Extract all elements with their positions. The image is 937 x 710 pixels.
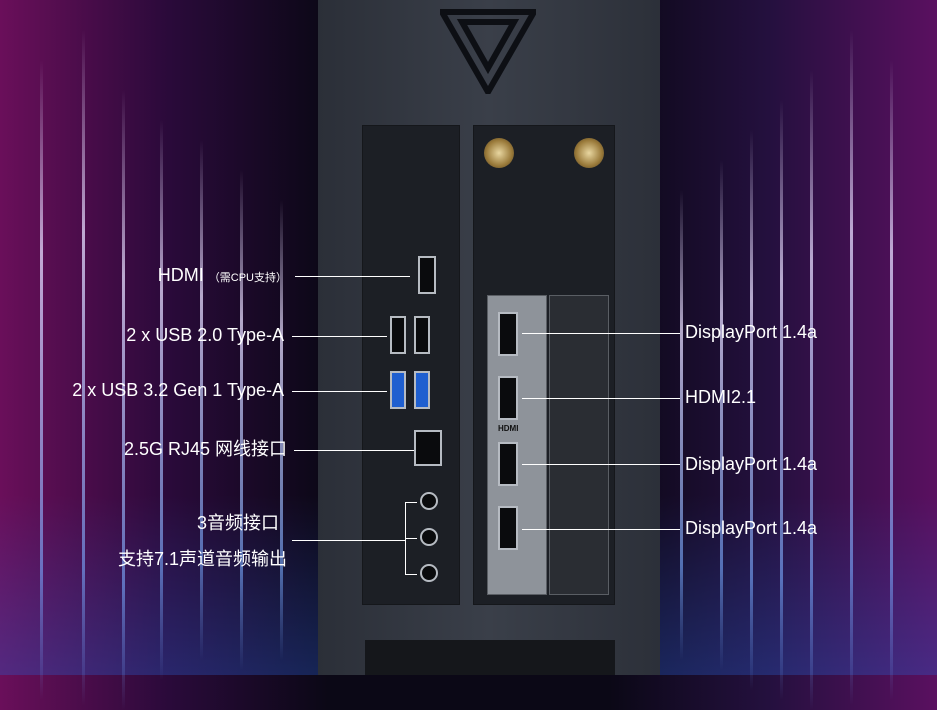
light-bar [810, 70, 813, 710]
leader-line [522, 529, 680, 530]
usb2-port [414, 316, 430, 354]
hdmi-port [498, 376, 518, 420]
hdmi-marking: HDMI [498, 424, 519, 433]
brand-logo [440, 9, 536, 94]
light-bar [680, 190, 683, 660]
label-displayport-1: DisplayPort 1.4a [685, 322, 818, 342]
leader-line [405, 538, 417, 539]
light-bar [40, 60, 43, 700]
leader-line [522, 398, 680, 399]
leader-line [405, 502, 417, 503]
displayport [498, 312, 518, 356]
psu-fan-grille [365, 640, 615, 675]
label-hdmi: HDMI （需CPU支持） [158, 265, 287, 288]
leader-line [522, 464, 680, 465]
label-displayport-3: DisplayPort 1.4a [685, 518, 818, 538]
leader-line [292, 540, 405, 541]
leader-line [295, 276, 410, 277]
light-bar [160, 120, 163, 680]
light-bar [280, 200, 283, 660]
usb3-port [414, 371, 430, 409]
gpu-bracket [549, 295, 609, 595]
rj45-port [414, 430, 442, 466]
hdmi-port [418, 256, 436, 294]
io-panel [362, 125, 460, 605]
light-bar [82, 30, 85, 705]
light-bar [850, 30, 853, 705]
label-note: （需CPU支持） [208, 272, 287, 284]
light-bar [200, 140, 203, 660]
wifi-antenna-connector [484, 138, 514, 168]
leader-line [292, 391, 387, 392]
light-bar [750, 130, 753, 690]
audio-jack [420, 492, 438, 510]
label-usb2: 2 x USB 2.0 Type-A [126, 325, 284, 345]
usb2-port [390, 316, 406, 354]
displayport [498, 442, 518, 486]
wifi-antenna-connector [574, 138, 604, 168]
audio-jack [420, 564, 438, 582]
light-bar [890, 60, 893, 700]
light-bar [122, 90, 125, 710]
label-audio: 3音频接口 [196, 513, 279, 533]
label-text: HDMI [157, 265, 204, 285]
light-bar [780, 100, 783, 700]
leader-line [522, 333, 680, 334]
light-bar [720, 160, 723, 670]
leader-line [292, 336, 387, 337]
label-rj45: 2.5G RJ45 网线接口 [123, 439, 287, 459]
displayport [498, 506, 518, 550]
audio-jack [420, 528, 438, 546]
usb3-port [390, 371, 406, 409]
leader-line [294, 450, 414, 451]
leader-line [405, 574, 417, 575]
label-displayport-2: DisplayPort 1.4a [685, 454, 818, 474]
light-bar [240, 170, 243, 670]
label-hdmi21: HDMI2.1 [685, 387, 757, 407]
label-audio-71: 支持7.1声道音频输出 [117, 549, 287, 569]
label-usb3: 2 x USB 3.2 Gen 1 Type-A [72, 380, 284, 400]
